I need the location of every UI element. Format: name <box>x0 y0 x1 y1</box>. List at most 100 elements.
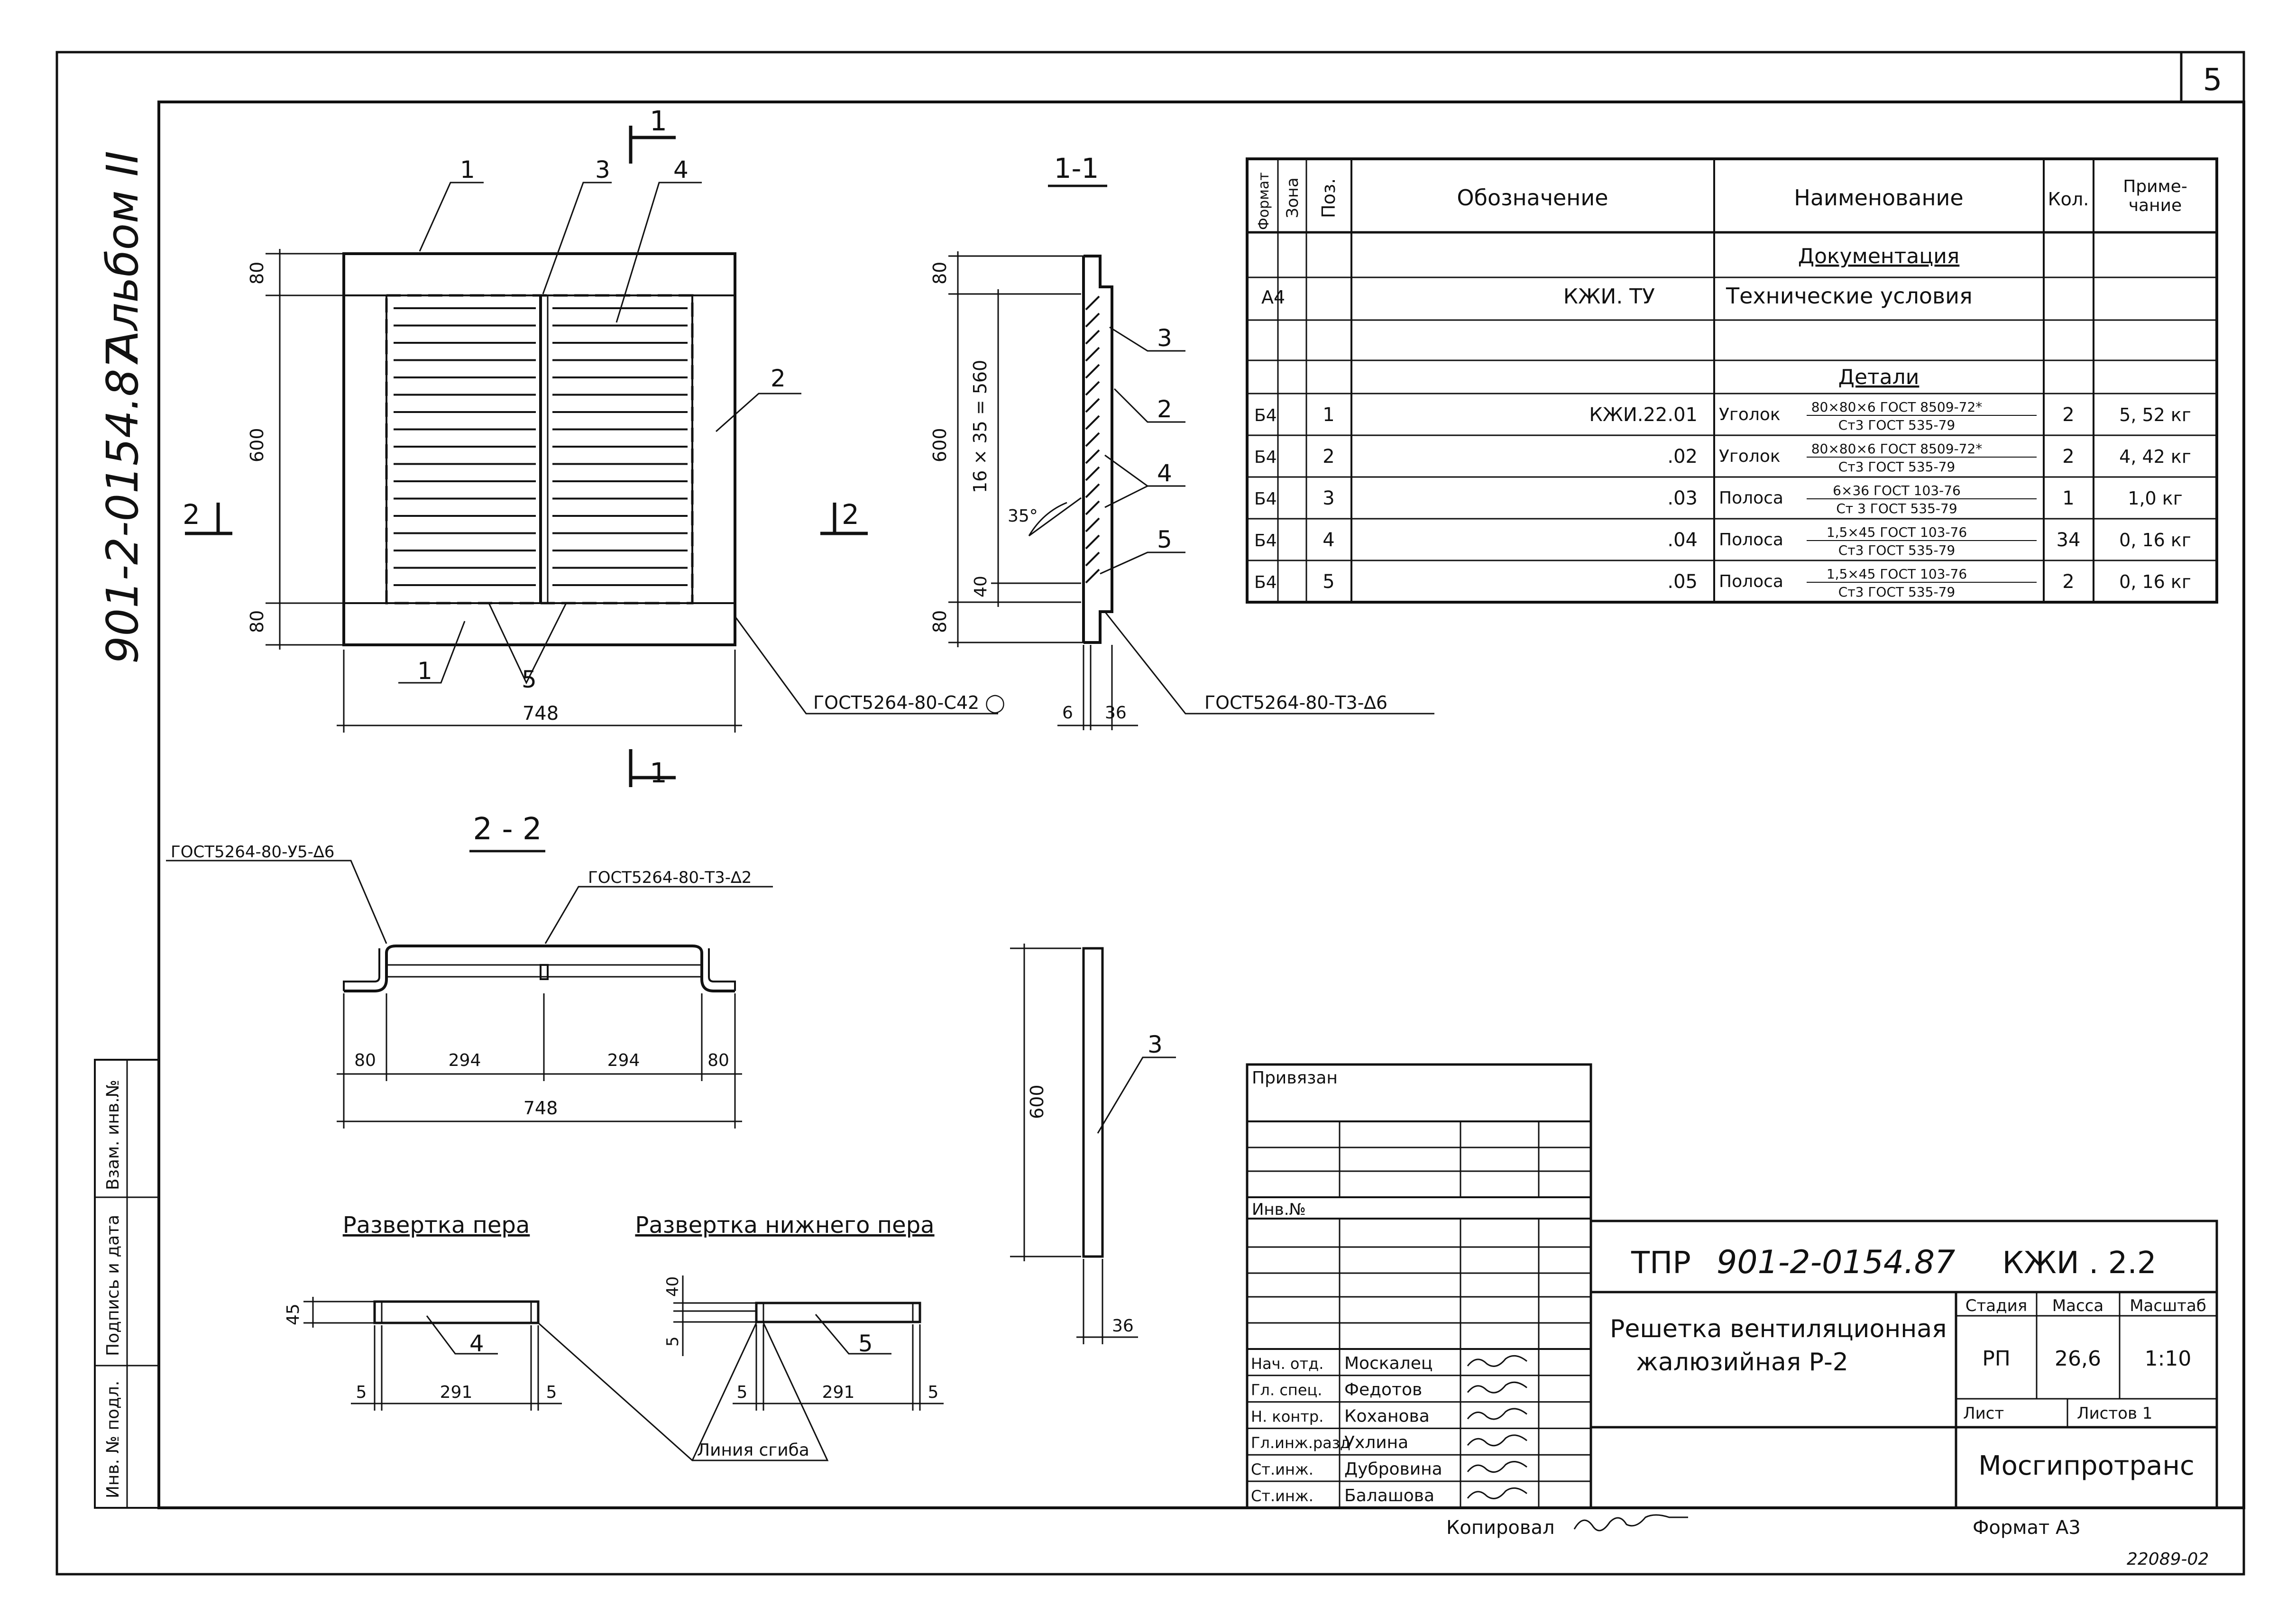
louver-blade-section <box>1085 330 1100 345</box>
unfold-bottom-h1: 40 <box>663 1276 682 1297</box>
bend-line-callout: Линия сгиба <box>538 1322 829 1461</box>
unfold-bottom-h2: 5 <box>663 1336 682 1347</box>
louver-blade-section <box>1085 551 1100 567</box>
dim-inner-height: 600 <box>247 428 267 462</box>
weld-main: ГОСТ5264-80-С42 ◯ <box>813 692 1005 714</box>
louver-blade-section <box>1085 295 1100 311</box>
unfold-bottom-d2: 291 <box>822 1383 855 1402</box>
section-1-1-title: 1-1 <box>1054 152 1099 184</box>
spec-h-zone: Зона <box>1283 177 1302 218</box>
spec-row-profile: 80×80×6 ГОСТ 8509-72* <box>1811 399 1983 415</box>
dim-2-2-b: 294 <box>449 1051 481 1070</box>
strip-height: 600 <box>1027 1084 1047 1119</box>
spec-row-pos: 2 <box>1322 446 1334 468</box>
spec-row-material: Ст3 ГОСТ 535-79 <box>1838 459 1955 475</box>
louver-blade-section <box>1085 415 1100 430</box>
copier-signature <box>1573 1514 1688 1532</box>
spec-row-name: Полоса <box>1719 488 1783 508</box>
spec-row-name: Полоса <box>1719 572 1783 591</box>
dim-total-width: 748 <box>523 703 559 725</box>
spec-row-pos: 3 <box>1322 487 1334 509</box>
unfold-bottom-title: Развертка нижнего пера <box>635 1212 934 1239</box>
strip-view: 600 36 3 <box>1010 944 1176 1344</box>
spec-row-format: Б4 <box>1254 448 1277 467</box>
spec-row-designation: КЖИ.22.01 <box>1589 404 1698 426</box>
signatory-name: Балашова <box>1344 1486 1434 1505</box>
strip-width: 36 <box>1112 1316 1134 1336</box>
spec-row-material: Ст3 ГОСТ 535-79 <box>1838 584 1955 600</box>
dim-2-2-c: 294 <box>607 1051 640 1070</box>
spec-row-material: Ст3 ГОСТ 535-79 <box>1838 542 1955 558</box>
bound-label: Привязан <box>1252 1068 1338 1088</box>
doc-title-2: жалюзийная Р-2 <box>1636 1348 1848 1376</box>
sheet-number-box <box>2180 51 2245 103</box>
louver-blade-section <box>1085 449 1100 464</box>
inv-label: Инв.№ <box>1252 1200 1306 1219</box>
spec-row-name: Уголок <box>1719 447 1781 466</box>
louver-blade-section <box>1085 312 1100 328</box>
bend-line-label: Линия сгиба <box>697 1440 809 1460</box>
louver-blade-section <box>1085 483 1100 498</box>
signature <box>1467 1434 1527 1447</box>
spec-row-material: Ст3 ГОСТ 535-79 <box>1838 417 1955 433</box>
spec-row-qty: 34 <box>2057 529 2081 551</box>
dim-frame-top: 80 <box>247 262 267 284</box>
unfold-blade-d2: 291 <box>440 1383 473 1402</box>
dim-2-2-total: 748 <box>523 1098 558 1119</box>
weld-2-2-left: ГОСТ5264-80-У5-∆6 <box>171 843 334 862</box>
format-label: Формат А3 <box>1973 1517 2081 1539</box>
spec-row-profile: 1,5×45 ГОСТ 103-76 <box>1827 566 1967 582</box>
dim-s1-bottom: 80 <box>929 610 950 633</box>
signatory-name: Федотов <box>1344 1380 1422 1400</box>
dim-s1-pitch: 16 × 35 = 560 <box>970 360 991 493</box>
spec-row-pos: 5 <box>1322 571 1334 593</box>
section-1-1: 1-1 80 600 80 16 × 35 = 560 40 35° 6 36 … <box>929 152 1434 730</box>
unfold-bottom-d3: 5 <box>928 1383 939 1402</box>
signatory-role: Ст.инж. <box>1251 1487 1313 1505</box>
louver-blade-section <box>1085 432 1100 447</box>
pos-5: 5 <box>522 666 537 693</box>
spec-row-material: Ст 3 ГОСТ 535-79 <box>1836 501 1957 516</box>
dim-s1-right: 36 <box>1105 703 1127 723</box>
signature <box>1467 1408 1527 1420</box>
signature <box>1467 1381 1527 1394</box>
louver-blade-section <box>1085 364 1100 379</box>
spec-row-pos: 1 <box>1322 404 1334 426</box>
section-mark-bottom: 1 <box>650 757 667 789</box>
weld-2-2-top: ГОСТ5264-80-Т3-∆2 <box>588 868 752 887</box>
s1-pos-4: 4 <box>1157 459 1172 487</box>
louver-blade-section <box>1085 517 1100 532</box>
unfold-blade-title: Развертка пера <box>343 1212 530 1239</box>
spec-row-profile: 1,5×45 ГОСТ 103-76 <box>1827 524 1967 540</box>
signatory-role: Гл. спец. <box>1251 1381 1322 1399</box>
unfold-blade-d3: 5 <box>546 1383 557 1402</box>
spec-row-note: 1,0 кг <box>2128 488 2182 509</box>
album-name: Альбом II <box>97 151 148 363</box>
dim-s1-top: 80 <box>929 262 950 284</box>
pos-4: 4 <box>673 156 689 184</box>
section-mark-left: 2 <box>183 498 200 531</box>
unfold-bottom-pos: 5 <box>858 1330 873 1357</box>
scale-label: Масштаб <box>2130 1296 2206 1315</box>
dim-s1-angle: 35° <box>1008 506 1038 526</box>
dim-s1-left: 6 <box>1062 703 1073 723</box>
louver-blade-section <box>1085 381 1100 396</box>
sheets-label: Листов 1 <box>2077 1404 2152 1423</box>
stamp-inv-orig: Инв. № подл. <box>103 1381 123 1498</box>
spec-row-note: 0, 16 кг <box>2119 530 2191 551</box>
outer-border <box>55 51 2245 1576</box>
dim-s1-full: 600 <box>929 428 950 462</box>
spec-row-format: Б4 <box>1254 406 1277 425</box>
spec-row-qty: 2 <box>2062 404 2074 426</box>
signatory-role: Гл.инж.разд <box>1251 1434 1350 1452</box>
mass-value: 26,6 <box>2055 1347 2101 1371</box>
footer-code: 22089-02 <box>2127 1550 2209 1569</box>
spec-h-format: Формат <box>1256 172 1272 230</box>
spec-row-format: Б4 <box>1254 489 1277 509</box>
pos-1-bottom: 1 <box>417 657 432 685</box>
spec-h-name: Наименование <box>1794 185 1963 211</box>
